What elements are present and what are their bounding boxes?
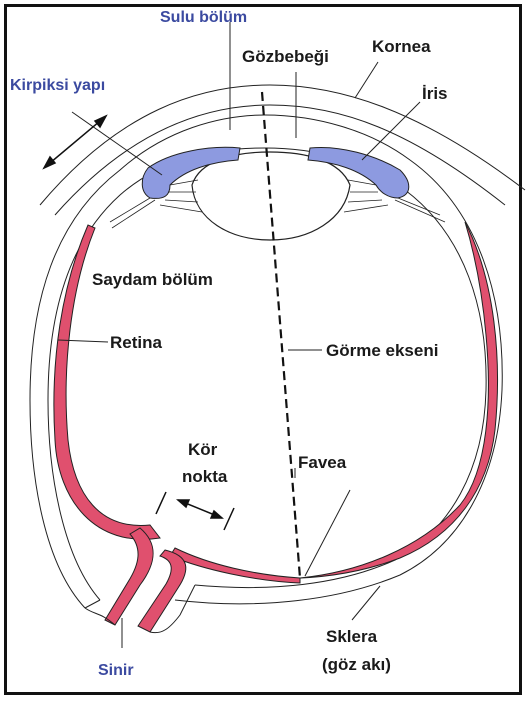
label-goz-aki: (göz akı) bbox=[322, 655, 391, 674]
label-nokta: nokta bbox=[182, 467, 228, 486]
label-gorme-ekseni: Görme ekseni bbox=[326, 341, 438, 360]
label-retina: Retina bbox=[110, 333, 163, 352]
retina-bottom bbox=[170, 548, 300, 583]
label-sulu-bolum: Sulu bölüm bbox=[160, 9, 247, 26]
label-iris: İris bbox=[422, 84, 448, 103]
optic-nerve-left bbox=[105, 528, 153, 625]
label-gozbebegi: Gözbebeği bbox=[242, 47, 329, 66]
label-kor: Kör bbox=[188, 440, 218, 459]
label-kornea: Kornea bbox=[372, 37, 431, 56]
label-favea: Favea bbox=[298, 453, 347, 472]
label-sklera: Sklera bbox=[326, 627, 378, 646]
label-sinir: Sinir bbox=[98, 662, 134, 679]
label-kirpiksi-yapi: Kirpiksi yapı bbox=[10, 77, 105, 94]
kirpiksi-arrow bbox=[44, 116, 106, 168]
kor-nokta-arrow bbox=[156, 492, 234, 530]
label-saydam-bolum: Saydam bölüm bbox=[92, 270, 213, 289]
